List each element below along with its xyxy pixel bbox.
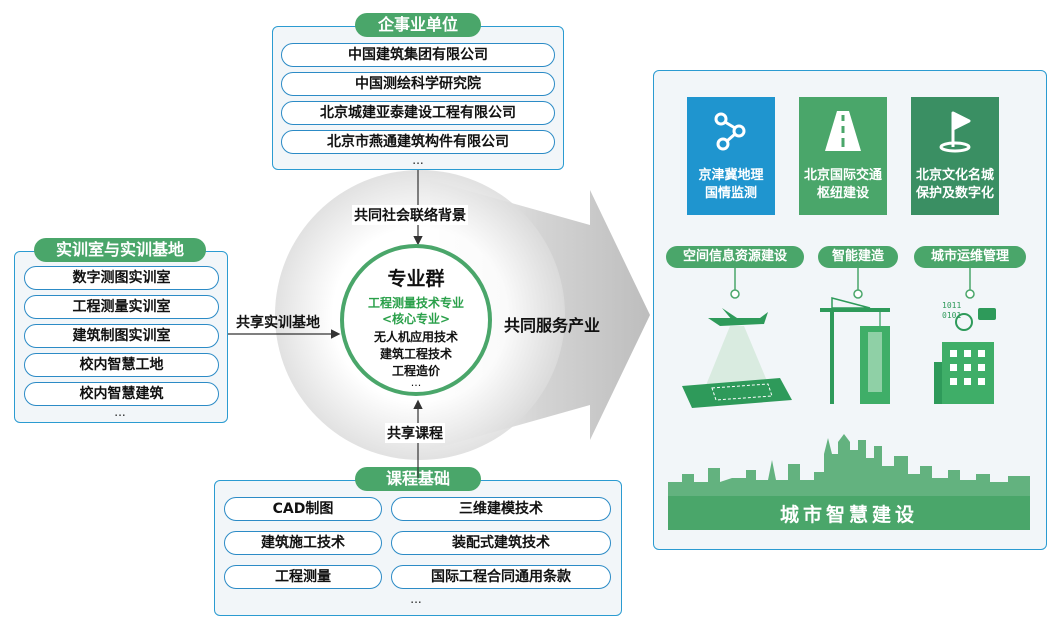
enterprise-more: ... xyxy=(412,153,424,167)
tile-geo-monitoring: 京津冀地理国情监测 xyxy=(687,97,775,215)
course-item: 建筑施工技术 xyxy=(224,531,382,555)
course-item: 国际工程合同通用条款 xyxy=(391,565,611,589)
svg-text:1011: 1011 xyxy=(942,301,961,310)
crane-building-icon xyxy=(820,297,890,404)
enterprise-item: 北京市燕通建筑构件有限公司 xyxy=(281,130,555,154)
tag-spatial-info: 空间信息资源建设 xyxy=(666,246,804,268)
major-more: ... xyxy=(410,376,422,389)
core-major: 工程测量技术专业 xyxy=(367,296,464,310)
tile-line: 枢纽建设 xyxy=(816,186,869,201)
flag-icon xyxy=(939,111,971,153)
training-more: ... xyxy=(114,405,126,419)
training-item: 校内智慧工地 xyxy=(24,353,219,377)
course-more: ... xyxy=(410,592,422,606)
course-item: 三维建模技术 xyxy=(391,497,611,521)
tile-line: 北京国际交通 xyxy=(803,168,882,183)
drone-icon xyxy=(682,308,792,408)
tile-cultural-city: 北京文化名城保护及数字化 xyxy=(911,97,999,215)
major-group-title: 专业群 xyxy=(387,268,445,290)
city-ops-icon: 1011 0101 xyxy=(934,301,996,404)
svg-text:0101: 0101 xyxy=(942,311,961,320)
major-item: 无人机应用技术 xyxy=(373,330,458,344)
training-item: 校内智慧建筑 xyxy=(24,382,219,406)
training-panel-title: 实训室与实训基地 xyxy=(34,238,206,262)
training-item: 数字测图实训室 xyxy=(24,266,219,290)
course-item: 工程测量 xyxy=(224,565,382,589)
tile-line: 保护及数字化 xyxy=(915,186,994,201)
tile-line: 国情监测 xyxy=(704,186,757,201)
enterprise-item: 北京城建亚泰建设工程有限公司 xyxy=(281,101,555,125)
tile-transport-hub: 北京国际交通枢纽建设 xyxy=(799,97,887,215)
training-item: 工程测量实训室 xyxy=(24,295,219,319)
city-skyline xyxy=(668,434,1030,502)
route-nodes-icon xyxy=(714,112,746,151)
tag-smart-building: 智能建造 xyxy=(818,246,898,268)
link-top-label: 共同社会联络背景 xyxy=(352,205,468,225)
tile-line: 京津冀地理 xyxy=(698,168,764,183)
training-item: 建筑制图实训室 xyxy=(24,324,219,348)
core-major-tag: <核心专业> xyxy=(381,312,451,326)
enterprise-panel-title: 企事业单位 xyxy=(355,13,481,37)
survey-illustrations: 1011 0101 xyxy=(682,268,996,408)
link-right-label: 共同服务产业 xyxy=(504,316,601,335)
link-left-label: 共享实训基地 xyxy=(236,315,320,331)
major-group-circle xyxy=(340,244,492,396)
smart-city-banner-text: 城市智慧建设 xyxy=(779,504,918,526)
tile-line: 北京文化名城 xyxy=(915,168,994,183)
major-item: 工程造价 xyxy=(391,364,440,378)
course-item: CAD制图 xyxy=(224,497,382,521)
enterprise-item: 中国建筑集团有限公司 xyxy=(281,43,555,67)
course-panel-title: 课程基础 xyxy=(355,467,481,491)
course-item: 装配式建筑技术 xyxy=(391,531,611,555)
major-item: 建筑工程技术 xyxy=(379,347,452,361)
road-icon xyxy=(825,111,861,151)
link-bottom-label: 共享课程 xyxy=(385,423,445,443)
smart-city-banner xyxy=(668,496,1030,530)
enterprise-item: 中国测绘科学研究院 xyxy=(281,72,555,96)
tag-city-ops: 城市运维管理 xyxy=(914,246,1026,268)
